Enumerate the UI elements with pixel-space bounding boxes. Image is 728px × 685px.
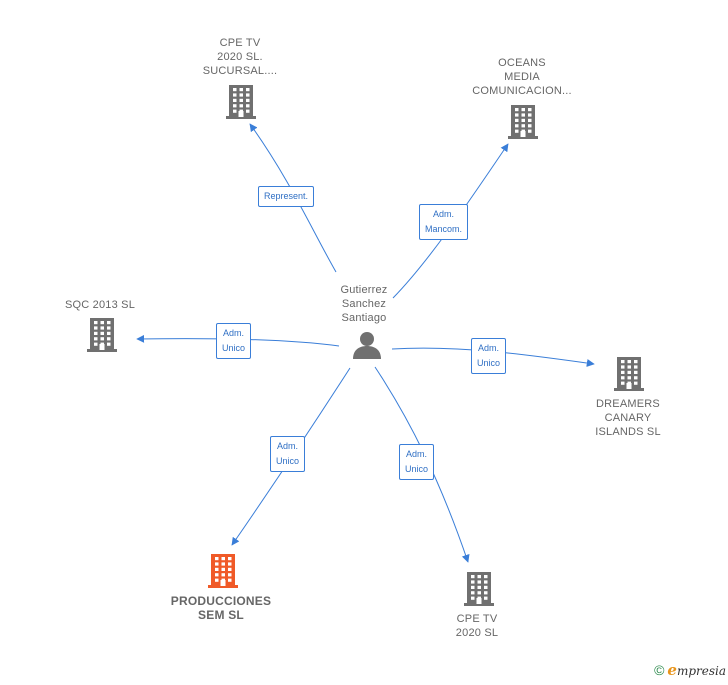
- relation-label-cpe-tv-sucursal[interactable]: Represent.: [258, 186, 315, 207]
- relation-label-dreamers-canary[interactable]: Adm.Unico: [471, 338, 507, 374]
- company-name-sqc-2013[interactable]: SQC 2013 SL: [64, 299, 136, 311]
- relation-label-oceans-media[interactable]: Adm.Mancom.: [419, 204, 469, 240]
- building-icon[interactable]: [464, 572, 494, 611]
- building-icon[interactable]: [87, 318, 117, 357]
- building-icon[interactable]: [226, 85, 256, 124]
- footer-brand: © empresia: [654, 661, 726, 679]
- person-icon[interactable]: [352, 331, 382, 364]
- building-icon[interactable]: [508, 105, 538, 144]
- relation-label-producciones-sem[interactable]: Adm.Unico: [270, 436, 306, 472]
- copyright-symbol: ©: [654, 662, 665, 678]
- building-icon[interactable]: [208, 554, 238, 593]
- brand-logo[interactable]: empresia: [667, 661, 726, 679]
- relation-label-cpe-tv-2020[interactable]: Adm.Unico: [399, 444, 435, 480]
- relation-label-sqc-2013[interactable]: Adm.Unico: [216, 323, 252, 359]
- building-icon[interactable]: [614, 357, 644, 396]
